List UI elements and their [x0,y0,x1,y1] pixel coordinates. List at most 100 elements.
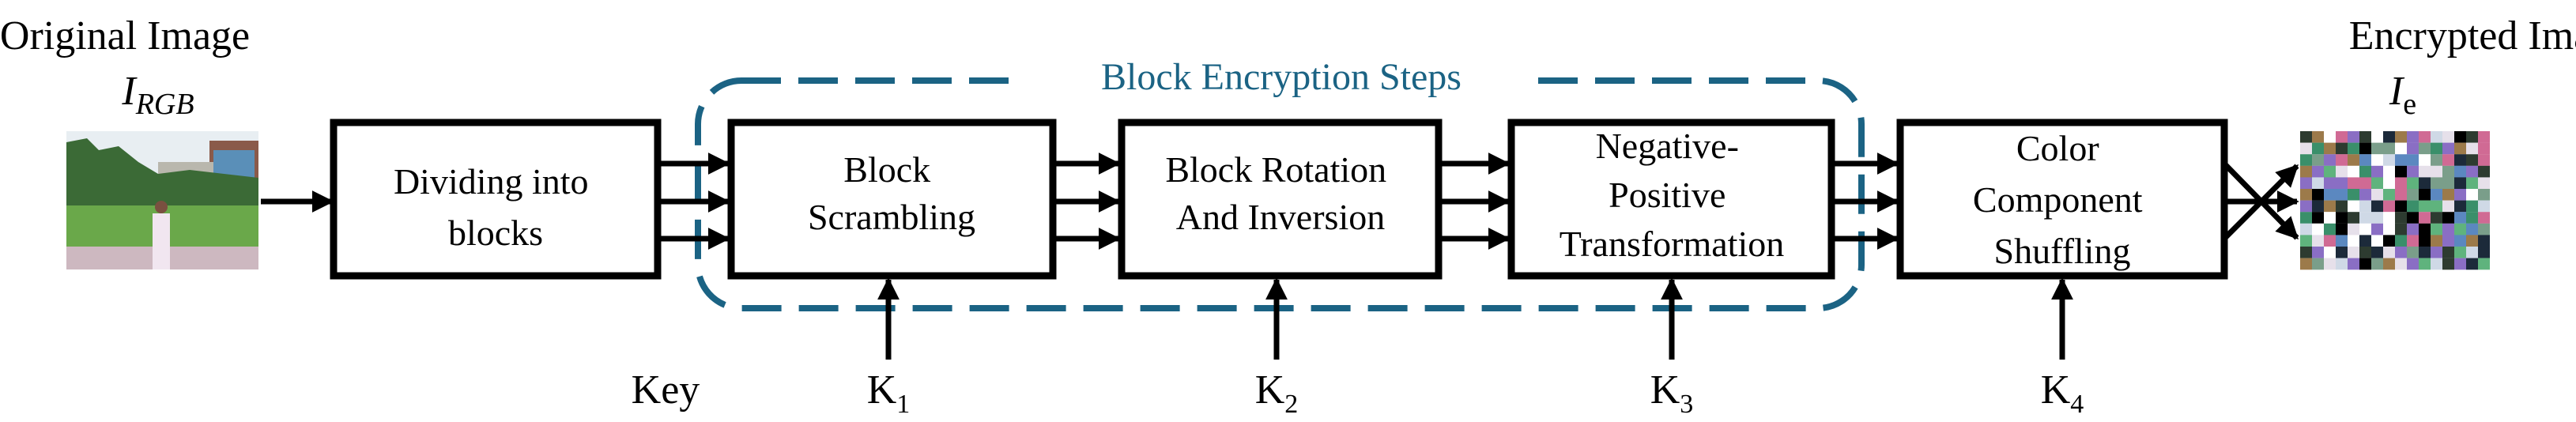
mosaic-cell [2454,223,2466,235]
mosaic-cell [2371,189,2383,201]
mosaic-cell [2348,200,2359,213]
mosaic-cell [2395,258,2407,270]
mosaic-cell [2419,258,2431,270]
block-dividing: Dividing into blocks [330,119,662,280]
mosaic-cell [2383,223,2395,235]
mosaic-cell [2383,235,2395,247]
mosaic-cell [2324,200,2336,213]
mosaic-cell [2442,247,2454,258]
mosaic-cell [2348,247,2359,258]
mosaic-cell [2371,258,2383,270]
mosaic-cell [2312,200,2324,213]
mosaic-cell [2359,258,2371,270]
mosaic-cell [2395,247,2407,258]
mosaic-cell [2300,177,2312,190]
mosaic-cell [2336,200,2348,213]
mosaic-cell [2431,142,2442,155]
original-image-photo [66,131,258,269]
mosaic-cell [2419,165,2431,178]
mosaic-cell [2383,131,2395,143]
mosaic-cell [2359,200,2371,213]
mosaic-cell [2442,189,2454,201]
mosaic-cell [2466,258,2478,270]
mosaic-cell [2431,235,2442,247]
mosaic-cell [2395,154,2407,166]
mosaic-cell [2407,200,2419,213]
mosaic-cell [2324,189,2336,201]
mosaic-cell [2300,131,2312,143]
mosaic-cell [2336,223,2348,235]
mosaic-cell [2466,131,2478,143]
mosaic-cell [2300,235,2312,247]
mosaic-cell [2431,131,2442,143]
mosaic-cell [2478,131,2490,143]
mosaic-cell [2454,200,2466,213]
mosaic-cell [2348,177,2359,190]
mosaic-cell [2442,131,2454,143]
mosaic-cell [2478,142,2490,155]
mosaic-cell [2300,200,2312,213]
mosaic-cell [2419,142,2431,155]
mosaic-cell [2336,212,2348,224]
mosaic-cell [2478,200,2490,213]
mosaic-cell [2312,154,2324,166]
mosaic-cell [2324,258,2336,270]
mosaic-cell [2407,165,2419,178]
mosaic-cell [2395,223,2407,235]
mosaic-cell [2312,142,2324,155]
mosaic-cell [2336,177,2348,190]
mosaic-cell [2324,223,2336,235]
mosaic-cell [2359,223,2371,235]
block-scrambling: Block Scrambling [727,119,1057,280]
mosaic-cell [2359,154,2371,166]
mosaic-cell [2442,200,2454,213]
block-scrambling-label: Block Scrambling [808,149,975,237]
mosaic-cell [2359,165,2371,178]
mosaic-cell [2442,154,2454,166]
mosaic-cell [2371,223,2383,235]
mosaic-cell [2359,247,2371,258]
key-label: Key [632,367,700,413]
mosaic-cell [2383,200,2395,213]
mosaic-cell [2324,235,2336,247]
mosaic-cell [2407,142,2419,155]
mosaic-cell [2348,212,2359,224]
mosaic-cell [2454,154,2466,166]
mosaic-cell [2466,223,2478,235]
mosaic-cell [2348,142,2359,155]
mosaic-cell [2419,223,2431,235]
key-4-label: K4 [2041,367,2084,419]
key-1-label: K1 [867,367,911,419]
mosaic-cell [2371,154,2383,166]
mosaic-cell [2371,247,2383,258]
mosaic-cell [2359,177,2371,190]
mosaic-cell [2300,258,2312,270]
mosaic-cell [2478,165,2490,178]
mosaic-cell [2454,142,2466,155]
mosaic-cell [2454,235,2466,247]
mosaic-cell [2312,247,2324,258]
mosaic-cell [2407,235,2419,247]
mosaic-cell [2431,200,2442,213]
mosaic-cell [2324,142,2336,155]
mosaic-cell [2324,165,2336,178]
mosaic-cell [2336,131,2348,143]
mosaic-cell [2466,177,2478,190]
mosaic-cell [2348,189,2359,201]
mosaic-cell [2300,142,2312,155]
mosaic-cell [2466,212,2478,224]
block-rotation-label: Block Rotation And Inversion [1165,149,1395,237]
mosaic-cell [2407,189,2419,201]
mosaic-cell [2407,131,2419,143]
mosaic-cell [2371,235,2383,247]
mosaic-cell [2336,189,2348,201]
mosaic-cell [2348,223,2359,235]
mosaic-cell [2478,235,2490,247]
mosaic-cell [2371,142,2383,155]
mosaic-cell [2395,177,2407,190]
mosaic-cell [2454,247,2466,258]
mosaic-cell [2431,189,2442,201]
mosaic-cell [2383,142,2395,155]
mosaic-cell [2312,165,2324,178]
